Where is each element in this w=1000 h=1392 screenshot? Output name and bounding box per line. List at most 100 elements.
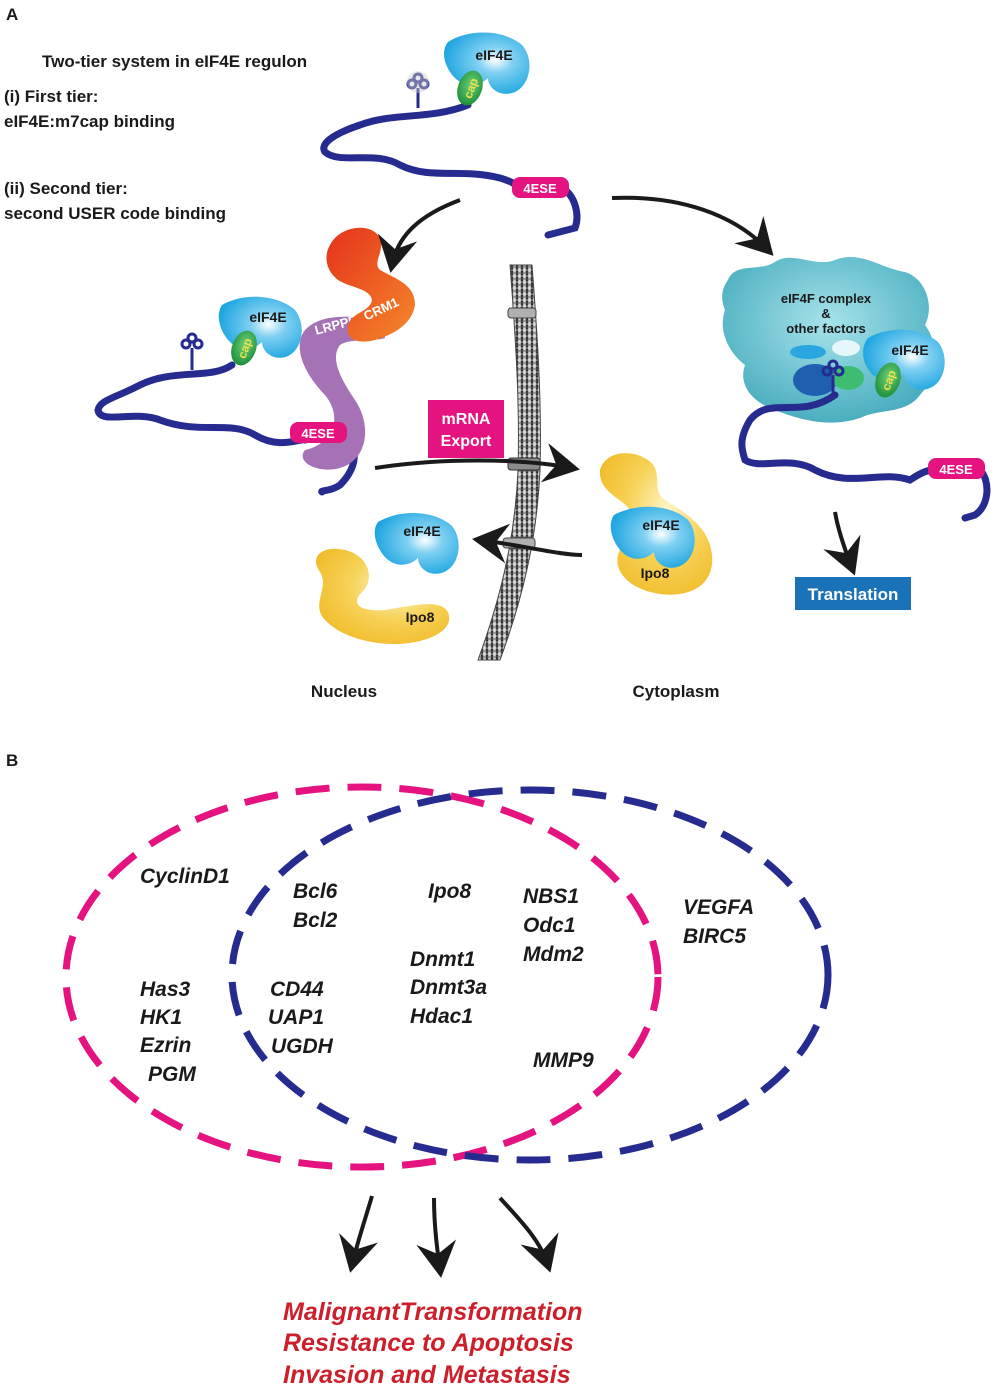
gene-label: Ezrin <box>140 1034 191 1057</box>
arrow-outcome-left <box>339 1195 378 1273</box>
cap-label: cap <box>461 76 481 100</box>
arrow-outcome-right <box>498 1196 559 1273</box>
eif4e-label: eIF4E <box>642 517 679 533</box>
translation-box <box>795 577 911 610</box>
gene-label: Mdm2 <box>523 943 584 966</box>
crm1-protein <box>326 227 415 342</box>
eif4f-complex-line2: & <box>821 306 830 321</box>
venn-blue-circle <box>228 786 832 1164</box>
mrna-export-line1: mRNA <box>442 411 491 428</box>
venn-pink-circle <box>62 783 662 1171</box>
panel-a-heading: Two-tier system in eIF4E regulon <box>42 52 307 71</box>
tier2-title: (ii) Second tier: <box>4 179 128 198</box>
eif4e-ipo8-nucleus: eIF4E Ipo8 <box>316 512 459 645</box>
arrow-to-export-complex <box>377 198 461 273</box>
eif4e-label: eIF4E <box>403 523 440 539</box>
eif4e-protein <box>218 296 302 358</box>
gene-label: NBS1 <box>523 885 579 908</box>
4ese-label: 4ESE <box>523 181 557 196</box>
trna-stemloop-icon <box>821 359 845 395</box>
factor-blob <box>790 345 826 359</box>
genes-overlap-mid-top: Ipo8 <box>428 880 471 903</box>
4ese-element <box>512 177 569 198</box>
factor-blob <box>793 364 837 396</box>
stemloop-shadow <box>407 71 429 93</box>
genes-overlap-right-bottom: MMP9 <box>533 1049 594 1072</box>
arrow-mrna-export <box>374 443 580 483</box>
gene-label: Has3 <box>140 978 191 1001</box>
ipo8-protein <box>316 548 450 645</box>
eif4e-label: eIF4E <box>249 309 286 325</box>
cap-label: cap <box>879 368 899 392</box>
tier1-title: (i) First tier: <box>4 87 98 106</box>
mrna-export-complex: LRPPRC CRM1 4ESE eIF4E cap <box>94 227 415 496</box>
genes-overlap-mid: Dnmt1 Dnmt3a Hdac1 <box>410 948 487 1028</box>
gene-label: CD44 <box>270 978 324 1001</box>
gene-label: VEGFA <box>683 896 754 919</box>
cap-label: cap <box>235 336 255 360</box>
genes-pink-only-bottom: Has3 HK1 Ezrin PGM <box>140 978 196 1086</box>
genes-overlap-left-bottom: CD44 UAP1 UGDH <box>268 978 334 1058</box>
trna-stemloop-icon <box>180 332 204 370</box>
4ese-label: 4ESE <box>939 462 973 477</box>
gene-label: Ipo8 <box>428 880 471 903</box>
eif4e-label: eIF4E <box>475 47 512 63</box>
gene-label: HK1 <box>140 1006 182 1029</box>
outcome-line: Resistance to Apoptosis <box>283 1329 574 1357</box>
gene-label: PGM <box>148 1063 196 1086</box>
mrna-export-box <box>428 400 504 458</box>
tier1-desc: eIF4E:m7cap binding <box>4 112 175 131</box>
factor-blob <box>832 340 860 356</box>
gene-label: BIRC5 <box>683 925 746 948</box>
ipo8-label: Ipo8 <box>641 565 670 581</box>
genes-overlap-left-top: Bcl6 Bcl2 <box>293 880 338 932</box>
genes-blue-only: VEGFA BIRC5 <box>683 896 754 948</box>
gene-label: Odc1 <box>523 914 576 937</box>
arrow-outcome-middle <box>416 1197 457 1278</box>
eif4e-protein <box>610 506 695 568</box>
gene-label: UAP1 <box>268 1006 324 1029</box>
trna-stemloop-icon <box>406 72 430 108</box>
gene-label: UGDH <box>271 1035 334 1058</box>
outcome-line: Invasion and Metastasis <box>283 1361 571 1389</box>
gene-label: Dnmt1 <box>410 948 475 971</box>
gene-label: CyclinD1 <box>140 865 230 888</box>
mrna-export-line2: Export <box>441 433 492 450</box>
cap-structure <box>875 362 901 398</box>
4ese-label: 4ESE <box>301 426 335 441</box>
gene-label: Hdac1 <box>410 1005 473 1028</box>
eif4f-complex: eIF4F complex & other factors eIF4E cap … <box>722 257 991 522</box>
tier2-desc: second USER code binding <box>4 204 226 223</box>
arrow-to-translation <box>823 511 861 576</box>
outcome-line: MalignantTransformation <box>283 1298 583 1326</box>
gene-label: Bcl2 <box>293 909 338 932</box>
eif4e-protein <box>374 512 459 574</box>
eif4f-complex-line1: eIF4F complex <box>781 291 872 306</box>
4ese-element <box>290 422 347 443</box>
eif4f-complex-line3: other factors <box>786 321 865 336</box>
gene-label: Dnmt3a <box>410 976 487 999</box>
cap-structure <box>457 70 483 106</box>
genes-overlap-right-top: NBS1 Odc1 Mdm2 <box>523 885 584 966</box>
lrpprc-protein <box>299 315 385 470</box>
arrow-to-eif4f-complex <box>611 195 774 256</box>
eif4e-protein <box>444 32 530 94</box>
nucleus-label: Nucleus <box>311 682 377 701</box>
eif4e-label: eIF4E <box>891 342 928 358</box>
nuclear-pore-top <box>507 307 537 319</box>
4ese-element <box>928 458 985 479</box>
arrow-eif4e-import <box>472 523 583 564</box>
mrna-top: 4ESE eIF4E cap <box>320 32 581 239</box>
panel-b-letter: B <box>6 751 18 770</box>
translation-label: Translation <box>808 585 899 604</box>
eif4e-ipo8-cytoplasm: eIF4E Ipo8 <box>599 453 713 595</box>
panel-a-letter: A <box>6 5 18 24</box>
ipo8-label: Ipo8 <box>406 609 435 625</box>
gene-label: Bcl6 <box>293 880 338 903</box>
genes-pink-only-top: CyclinD1 <box>140 865 230 888</box>
gene-label: MMP9 <box>533 1049 594 1072</box>
cytoplasm-label: Cytoplasm <box>633 682 720 701</box>
cap-structure <box>231 330 257 366</box>
